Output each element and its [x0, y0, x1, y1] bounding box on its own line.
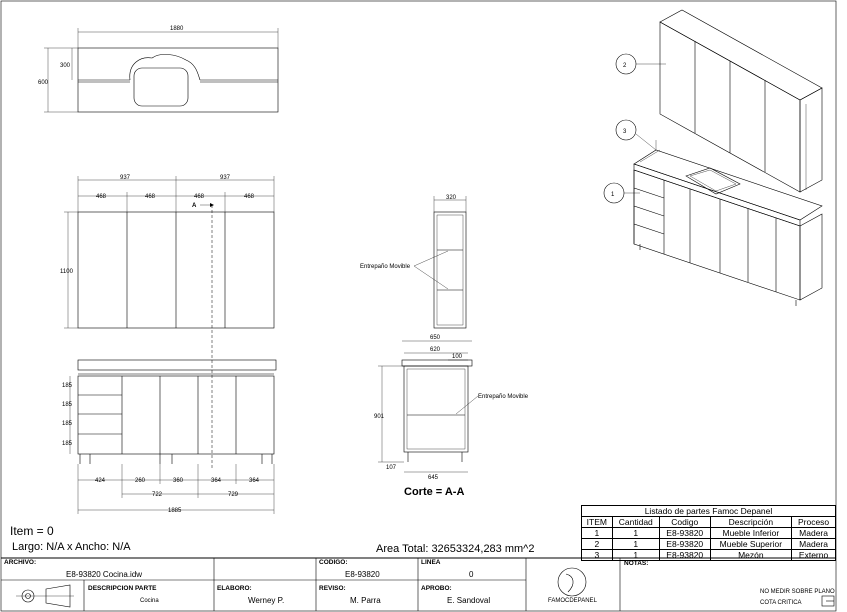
cell: 1	[581, 527, 613, 539]
elaboro-label: ELABORO:	[217, 585, 252, 592]
parts-list-table: Listado de partes Famoc Depanel ITEM Can…	[581, 505, 836, 561]
cell: Externo	[791, 549, 836, 561]
top-view: 1880 600 300	[38, 26, 279, 113]
reviso-value: M. Parra	[350, 596, 381, 605]
area-label: Area Total: 32653324,283 mm^2	[376, 543, 535, 555]
header-cantidad: Cantidad	[611, 516, 660, 528]
front-view: 937 937 468 468 468 468 1100 A	[60, 175, 275, 470]
cell: 1	[611, 549, 660, 561]
balloon-1-text: 1	[611, 192, 615, 198]
cell: Madera	[791, 538, 836, 550]
header-descripcion: Descripción	[709, 516, 793, 528]
linea-label: LINEA	[421, 559, 441, 566]
section-view: 650 620 100 901 107 645 Entrepaño Movibl…	[374, 335, 529, 481]
header-proceso: Proceso	[791, 516, 836, 528]
dim-top-width: 1880	[170, 26, 184, 32]
side-view: 320 Entrepaño Movible	[360, 195, 467, 329]
dim-panel-3: 468	[194, 194, 205, 200]
company-logo	[557, 567, 587, 597]
table-row: 3 1 E8-93820 Mezón Externo	[581, 549, 836, 561]
dim-bottom-4: 364	[211, 478, 222, 484]
archivo-label: ARCHIVO:	[4, 559, 37, 566]
note-cota-critica: COTA CRITICA	[760, 600, 802, 606]
notas-label: NOTAS:	[624, 560, 649, 567]
cell: Madera	[791, 527, 836, 539]
codigo-label: CODIGO:	[319, 559, 348, 566]
dim-bottom-729: 729	[228, 492, 239, 498]
balloon-3	[615, 119, 637, 141]
table-row: 2 1 E8-93820 Mueble Superior Madera	[581, 538, 836, 550]
dim-drawer-1: 185	[62, 383, 73, 389]
aprobo-label: APROBO:	[421, 585, 452, 592]
section-marker-a: A	[192, 203, 197, 209]
dim-front-height: 1100	[60, 269, 74, 275]
table-row: 1 1 E8-93820 Mueble Inferior Madera	[581, 527, 836, 539]
dim-panel-4: 468	[244, 194, 255, 200]
item-label: Item = 0	[10, 524, 54, 538]
dim-top-inner: 300	[60, 63, 71, 69]
balloon-2-text: 2	[623, 63, 627, 69]
dim-front-top-left: 937	[120, 175, 131, 181]
balloon-3-text: 3	[623, 129, 627, 135]
dim-total-width: 1885	[168, 508, 182, 514]
side-shelf-label: Entrepaño Movible	[360, 264, 411, 270]
codigo-value: E8-93820	[345, 570, 380, 579]
dim-section-100: 100	[452, 354, 463, 360]
iso-sink	[685, 167, 741, 195]
linea-value: 0	[469, 570, 474, 579]
descripcion-value: Cocina	[140, 598, 159, 604]
dim-side-width: 320	[446, 195, 457, 201]
dim-top-depth: 600	[38, 80, 49, 86]
dim-drawer-2: 185	[62, 402, 73, 408]
dim-section-107: 107	[386, 465, 397, 471]
cell: E8-93820	[658, 549, 711, 561]
dim-section-620: 620	[430, 347, 441, 353]
parts-list-header: ITEM Cantidad Codigo Descripción Proceso	[581, 516, 836, 528]
dim-section-645: 645	[428, 475, 439, 481]
section-shelf-label: Entrepaño Movible	[478, 394, 529, 400]
dim-drawer-4: 185	[62, 441, 73, 447]
cell: Mueble Inferior	[709, 527, 793, 539]
cell: E8-93820	[658, 538, 711, 550]
dim-bottom-3: 360	[173, 478, 184, 484]
section-caption: Corte = A-A	[404, 486, 465, 498]
cell: 3	[581, 549, 613, 561]
note-no-medir: NO MEDIR SOBRE PLANO	[760, 589, 835, 595]
dim-drawer-3: 185	[62, 421, 73, 427]
cell: 2	[581, 538, 613, 550]
descripcion-label: DESCRIPCION PARTE	[88, 585, 157, 592]
iso-view: 2 3 1	[603, 9, 823, 306]
dim-bottom-722: 722	[152, 492, 163, 498]
dim-bottom-5: 364	[249, 478, 260, 484]
cell: 1	[611, 527, 660, 539]
cell: Mueble Superior	[709, 538, 793, 550]
dim-section-650: 650	[430, 335, 441, 341]
dim-bottom-2: 260	[135, 478, 146, 484]
dim-section-901: 901	[374, 414, 385, 420]
header-codigo: Codigo	[658, 516, 711, 528]
aprobo-value: E. Sandoval	[447, 596, 491, 605]
lower-view: 185 185 185 185 424 260 360 364 364 722 …	[62, 359, 277, 514]
cell: E8-93820	[658, 527, 711, 539]
sink-outline	[133, 67, 189, 107]
dim-front-top-right: 937	[220, 175, 231, 181]
dim-bottom-1: 424	[95, 478, 106, 484]
cell: 1	[611, 538, 660, 550]
header-item: ITEM	[581, 516, 613, 528]
dim-panel-2: 468	[145, 194, 156, 200]
archivo-value: E8-93820 Cocina.idw	[66, 570, 143, 579]
dim-panel-1: 468	[96, 194, 107, 200]
reviso-label: REVISO:	[319, 585, 346, 592]
cell: Mezón	[709, 549, 793, 561]
elaboro-value: Werney P.	[248, 596, 285, 605]
parts-list-title: Listado de partes Famoc Depanel	[581, 505, 836, 517]
company-name: FAMOCDEPANEL	[548, 598, 597, 604]
dimensions-label: Largo: N/A x Ancho: N/A	[12, 541, 131, 553]
